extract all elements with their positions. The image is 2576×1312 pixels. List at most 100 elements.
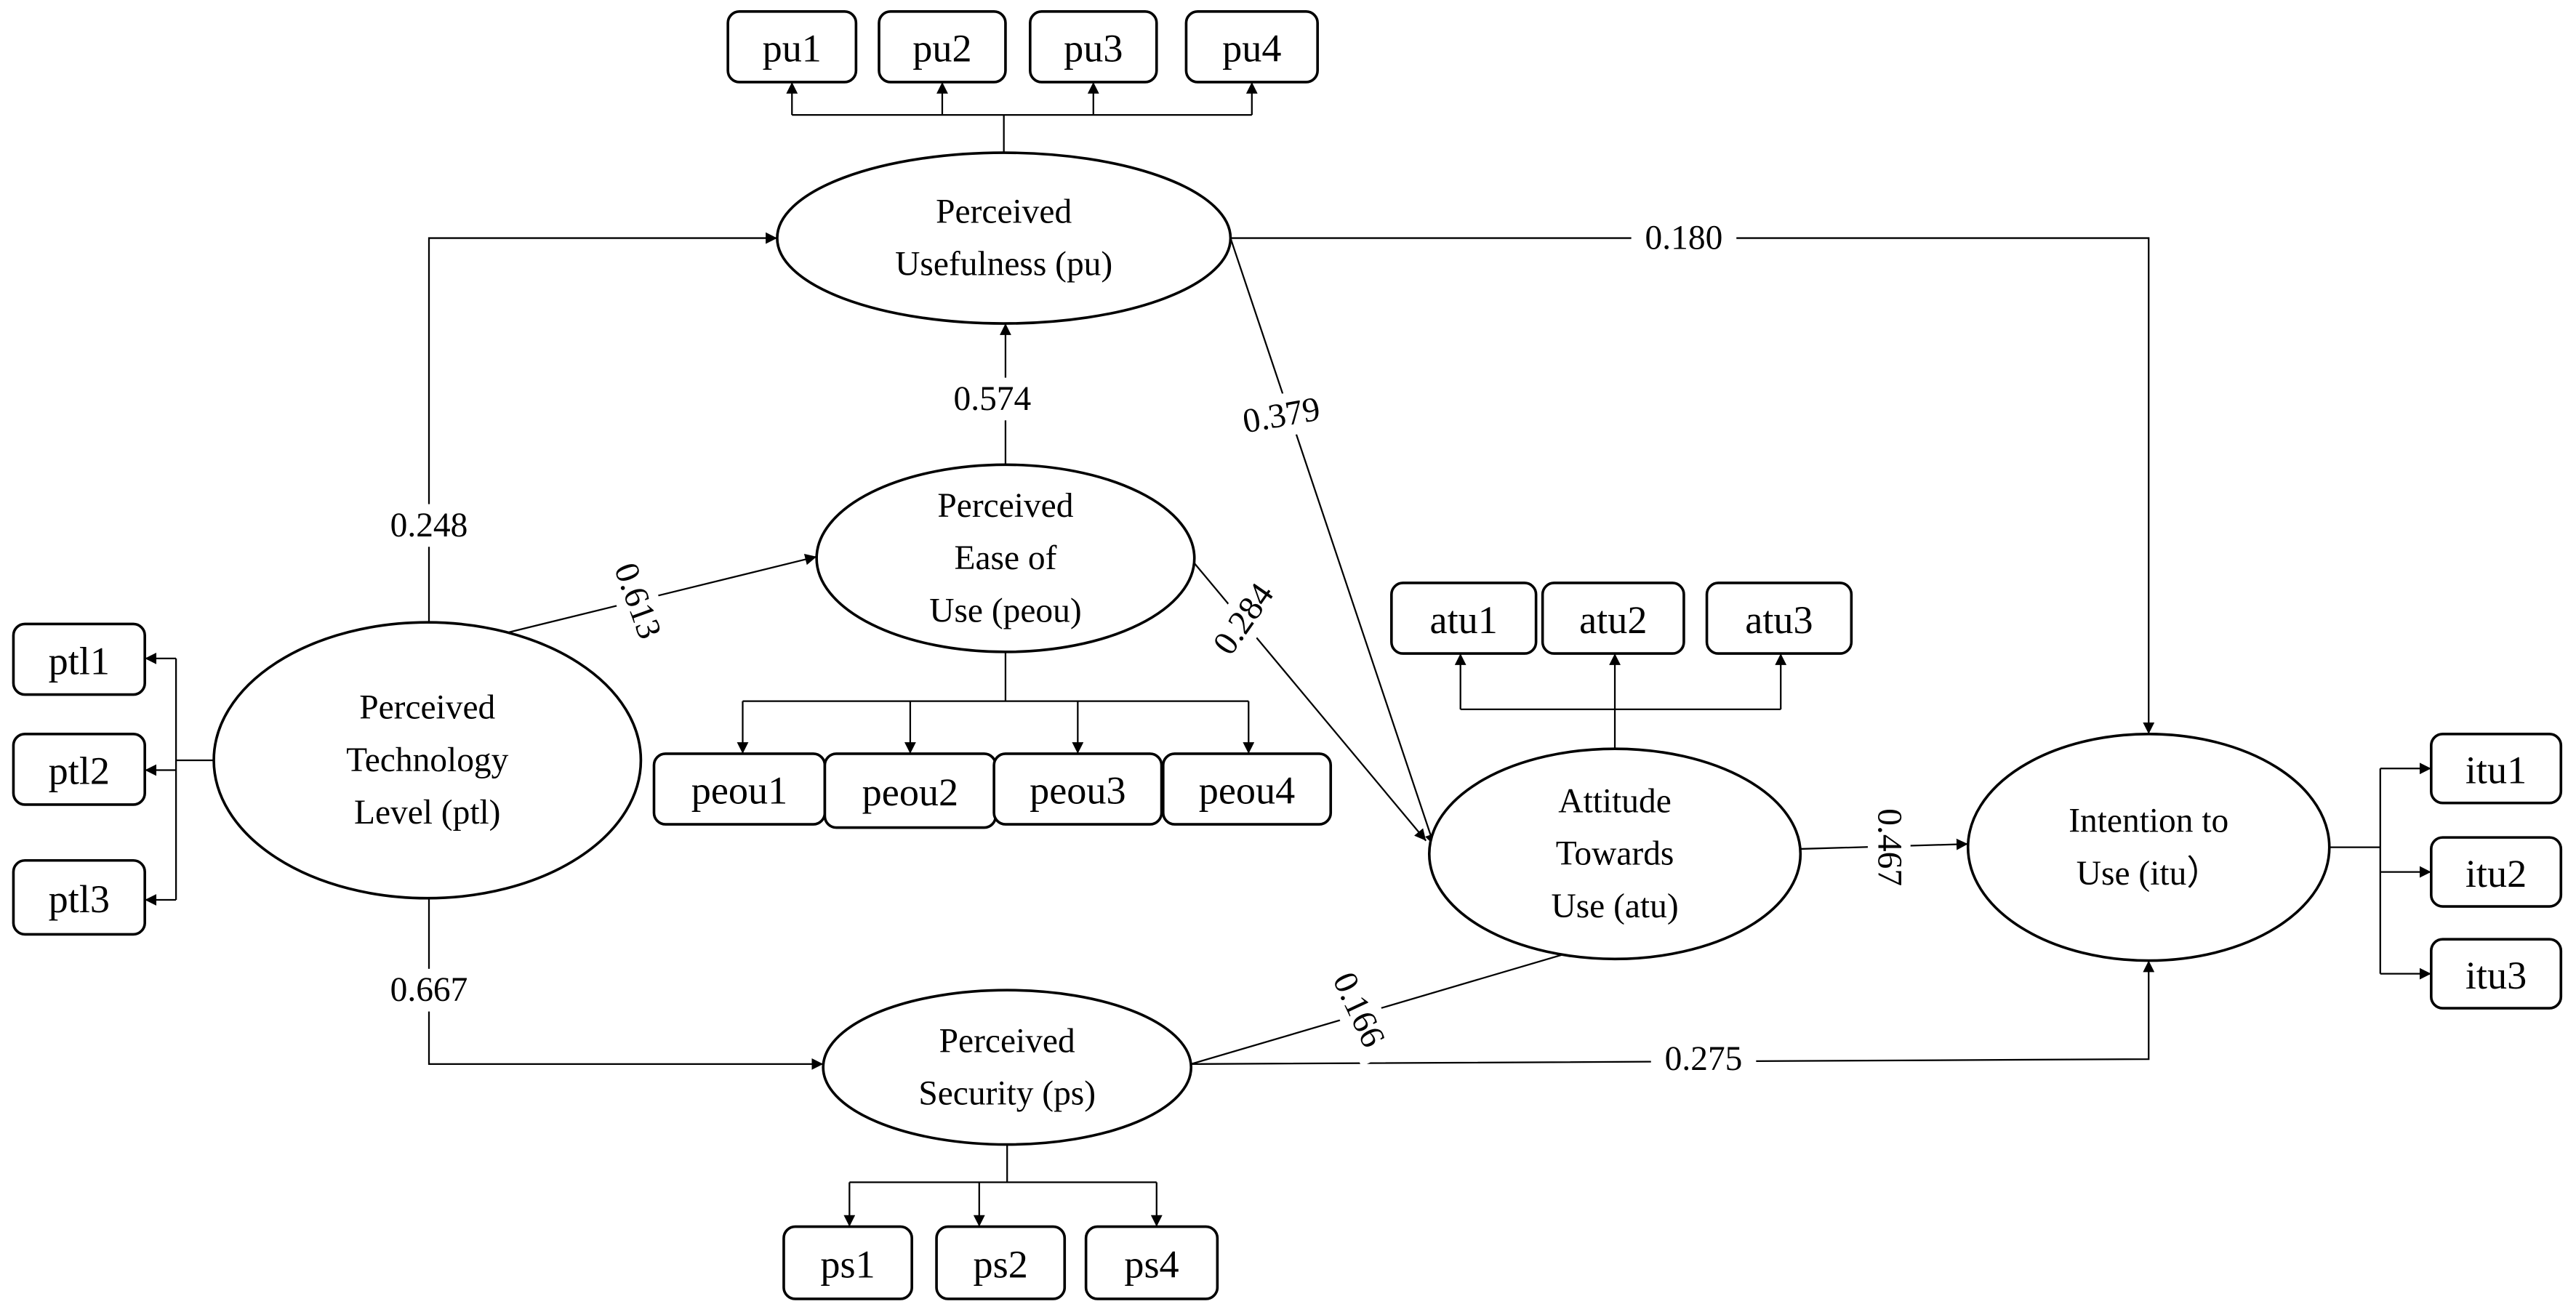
coefficient-background (599, 544, 676, 658)
indicator-label: pu3 (1064, 27, 1123, 71)
indicator-pu1: pu1 (726, 10, 858, 84)
indicator-ptl3: ptl3 (12, 858, 146, 936)
coefficient-label: 0.467 (1870, 808, 1908, 886)
coefficient-background (376, 504, 482, 547)
indicator-ptl2: ptl2 (12, 732, 146, 806)
latent-label-line: Use (peou) (929, 592, 1081, 629)
indicator-label: peou1 (691, 769, 787, 813)
indicator-label: ps2 (974, 1242, 1028, 1286)
indicator-atu2: atu2 (1541, 581, 1685, 655)
latent-label-line: Perceived (359, 689, 495, 727)
path-ps-to-atu (1190, 937, 1616, 1065)
indicator-peou3: peou3 (992, 752, 1163, 826)
path-coefficient-peou-to-pu: 0.574 (939, 377, 1046, 421)
coefficient-background (1317, 953, 1400, 1067)
indicator-box (935, 1225, 1067, 1300)
indicator-box (2430, 836, 2563, 908)
indicator-box (12, 622, 146, 696)
indicator-pu4: pu4 (1184, 10, 1319, 84)
coefficient-background (1226, 385, 1337, 446)
indicator-label: itu3 (2465, 954, 2527, 997)
indicator-label: atu1 (1430, 598, 1498, 642)
indicator-label: ps4 (1124, 1242, 1179, 1286)
latent-label-line: Perceived (939, 1022, 1075, 1060)
indicator-label: atu3 (1745, 598, 1813, 642)
latent-label-line: Intention to (2069, 802, 2228, 840)
path-coefficient-ps-to-itu: 0.275 (1650, 1037, 1757, 1081)
indicator-box (1184, 10, 1319, 84)
latent-label-line: Perceived (936, 193, 1072, 230)
indicator-label: pu2 (912, 27, 971, 71)
latent-ellipse (1966, 732, 2331, 962)
path-pu-to-itu (1230, 237, 2155, 734)
coefficient-background (1650, 1037, 1757, 1081)
indicator-label: ptl3 (49, 877, 110, 921)
latent-ellipse (212, 621, 643, 900)
path-coefficient-pu-to-itu: 0.180 (1631, 217, 1737, 259)
indicator-label: itu1 (2465, 749, 2527, 792)
indicator-label: peou2 (862, 770, 958, 814)
latent-label-line: Ease of (954, 539, 1056, 577)
latent-label-line: Use (atu) (1551, 888, 1678, 925)
indicator-ps4: ps4 (1084, 1225, 1219, 1300)
indicator-peou2: peou2 (823, 752, 998, 829)
coefficient-background (1867, 794, 1911, 900)
indicator-box (878, 10, 1007, 84)
latent-label-line: Usefulness (pu) (895, 246, 1112, 283)
indicator-label: ps1 (820, 1242, 875, 1286)
indicator-box (12, 732, 146, 806)
indicator-itu2: itu2 (2430, 836, 2563, 908)
coefficient-label: 0.248 (390, 507, 468, 544)
coefficient-label: 0.574 (953, 380, 1031, 418)
path-ptl-to-ps (428, 898, 824, 1070)
indicator-box (1029, 10, 1158, 84)
indicator-box (1390, 581, 1538, 655)
path-coefficient-ptl-to-peou: 0.613 (599, 544, 676, 658)
indicator-ps1: ps1 (782, 1225, 913, 1300)
latent-label-line: Attitude (1558, 782, 1671, 820)
indicator-label: atu2 (1579, 598, 1647, 642)
latent-ellipse (815, 463, 1196, 653)
indicator-itu1: itu1 (2430, 732, 2563, 805)
path-coefficient-pu-to-atu: 0.379 (1226, 385, 1337, 446)
indicator-box (2430, 938, 2563, 1010)
path-coefficient-ptl-to-pu: 0.248 (376, 504, 482, 547)
path-ptl-to-pu (428, 232, 777, 623)
indicator-box (726, 10, 858, 84)
indicator-label: peou3 (1030, 769, 1126, 813)
coefficient-label: 0.667 (390, 971, 468, 1009)
indicator-label: itu2 (2465, 852, 2527, 896)
coefficient-label: 0.379 (1240, 390, 1323, 441)
indicator-pu2: pu2 (878, 10, 1007, 84)
latent-label-line: Technology (346, 741, 509, 779)
path-coefficient-peou-to-atu: 0.284 (1195, 563, 1292, 675)
indicator-ps2: ps2 (935, 1225, 1067, 1300)
indicator-box (782, 1225, 913, 1300)
indicator-atu1: atu1 (1390, 581, 1538, 655)
coefficient-background (376, 968, 482, 1012)
indicator-box (1705, 581, 1853, 655)
indicator-label: ptl1 (49, 639, 110, 683)
indicator-label: peou4 (1199, 769, 1295, 813)
indicator-itu3: itu3 (2430, 938, 2563, 1010)
indicator-label: pu4 (1222, 27, 1281, 71)
latent-label-line: Security (ps) (918, 1075, 1096, 1113)
coefficient-label: 0.275 (1665, 1040, 1743, 1078)
latent-label-line: Use (itu） (2077, 855, 2221, 893)
latent-label-line: Towards (1556, 835, 1674, 873)
indicator-ptl1: ptl1 (12, 622, 146, 696)
latent-label-line: Perceived (937, 487, 1073, 525)
path-ps-to-itu (1191, 960, 2155, 1066)
latent-itu: Intention to Use (itu） (1966, 732, 2331, 962)
coefficient-label: 0.180 (1645, 220, 1723, 257)
coefficient-background (1195, 563, 1292, 675)
indicator-atu3: atu3 (1705, 581, 1853, 655)
path-pu-to-atu (1229, 238, 1437, 846)
